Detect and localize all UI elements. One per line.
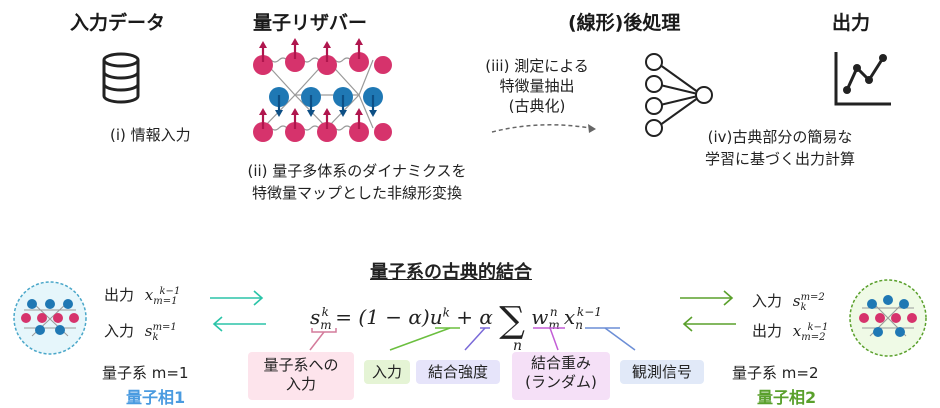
step-iii-text: (iii) 測定による 特徴量抽出 (古典化) [462, 56, 612, 116]
line-chart-icon [834, 52, 891, 106]
header-input-data: 入力データ [70, 12, 166, 34]
equation-connectors [309, 327, 636, 351]
step-iii-line1: (iii) 測定による [485, 57, 589, 75]
quantum-system-1-icon [13, 281, 87, 355]
right-input-symbol: skm=2 [792, 292, 825, 313]
label-observed-signal: 観測信号 [620, 360, 704, 384]
coupling-title: 量子系の古典的結合 [370, 262, 532, 283]
spin-row-top [253, 52, 392, 75]
phase-1-label: 量子相1 [126, 388, 186, 407]
label-input-to-system: 量子系への 入力 [248, 352, 354, 400]
right-output-label: 出力 xm=2k−1 [752, 320, 828, 343]
step-iii-line3: (古典化) [508, 97, 566, 115]
header-postprocess: (線形)後処理 [568, 12, 681, 34]
left-input-text: 入力 [104, 322, 135, 340]
step-i-text: (i) 情報入力 [110, 126, 191, 144]
label-coupling-weight-line2: (ランダム) [525, 373, 597, 391]
step-iii-line2: 特徴量抽出 [499, 77, 575, 95]
right-output-symbol: xm=2k−1 [792, 322, 829, 343]
right-input-text: 入力 [752, 292, 783, 310]
sum-index-n: n [513, 338, 523, 354]
quantum-system-2-icon [849, 279, 927, 357]
label-input-to-system-line2: 入力 [285, 375, 316, 393]
label-coupling-strength: 結合強度 [416, 360, 500, 384]
header-quantum-reservoir: 量子リザバー [253, 12, 368, 34]
left-input-symbol: skm=1 [144, 322, 177, 343]
header-output: 出力 [832, 12, 871, 34]
left-input-label: 入力 skm=1 [104, 320, 177, 343]
database-icon [102, 52, 140, 104]
system-1-label: 量子系 m=1 [102, 364, 189, 382]
coupling-equation: smk = (1 − α)uk + α ∑ wmn xnk−1 [310, 300, 602, 341]
label-coupling-weight-line1: 結合重み [530, 354, 591, 372]
step-iv-line1: (iv)古典部分の簡易な [707, 128, 853, 146]
left-output-label: 出力 xm=1k−1 [104, 284, 180, 307]
label-input-to-system-line1: 量子系への [263, 356, 339, 374]
step-ii-line1: (ii) 量子多体系のダイナミクスを [247, 162, 467, 180]
step-ii-line2: 特徴量マップとした非線形変換 [251, 184, 462, 202]
right-input-label: 入力 skm=2 [752, 290, 825, 313]
step-ii-text: (ii) 量子多体系のダイナミクスを 特徴量マップとした非線形変換 [212, 160, 502, 204]
right-arrows [680, 290, 736, 332]
left-output-text: 出力 [104, 286, 135, 304]
step-iv-line2: 学習に基づく出力計算 [704, 150, 855, 168]
right-output-text: 出力 [752, 322, 783, 340]
label-coupling-weight: 結合重み (ランダム) [512, 352, 610, 400]
left-output-symbol: xm=1k−1 [144, 286, 181, 307]
spin-lattice-illustration [253, 38, 392, 142]
left-arrows [210, 290, 266, 332]
dashed-arrow [491, 124, 596, 133]
label-input: 入力 [364, 360, 410, 384]
system-2-label: 量子系 m=2 [732, 364, 819, 382]
phase-2-label: 量子相2 [757, 388, 817, 407]
step-iv-text: (iv)古典部分の簡易な 学習に基づく出力計算 [690, 126, 870, 170]
linear-readout-network-icon [645, 53, 713, 137]
